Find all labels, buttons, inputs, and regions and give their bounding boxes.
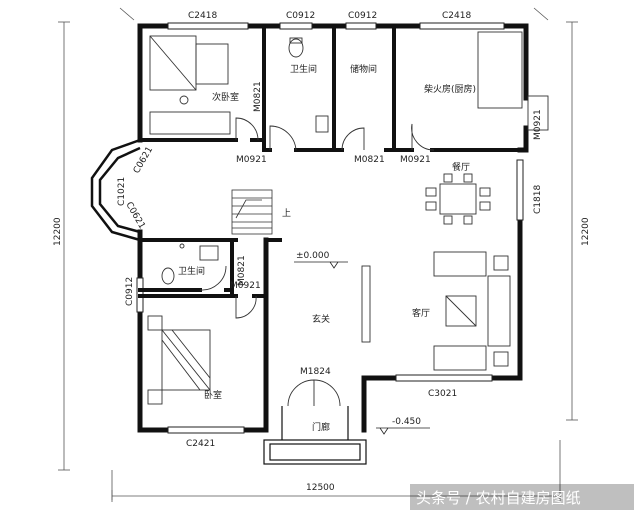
window-label: C0912 [286, 11, 315, 21]
level-mark-floor: ±0.000 [294, 251, 348, 269]
room-storage: 储物间 [350, 63, 377, 75]
kitchen-fixtures [477, 31, 549, 131]
door-label: M0821 [237, 255, 247, 286]
room-bath-top: 卫生间 [290, 63, 317, 75]
window-label: C0912 [348, 11, 377, 21]
door-label: M0921 [533, 109, 543, 140]
watermark-text: 头条号 / 农村自建房图纸 [416, 489, 581, 507]
room-foyer: 玄关 [312, 313, 330, 325]
level-floor-text: ±0.000 [296, 251, 330, 261]
room-kitchen: 柴火房(厨房) [424, 83, 476, 95]
dimension-right: 12200 [581, 217, 591, 246]
room-bath-left: 卫生间 [178, 265, 205, 277]
window-label: C1818 [533, 185, 543, 214]
room-dining: 餐厅 [452, 161, 470, 173]
door-label: M0921 [400, 155, 431, 165]
stair-up-label: 上 [282, 208, 291, 219]
door-label: M0821 [253, 81, 263, 112]
door-label: M1824 [300, 367, 331, 377]
bay-window [90, 138, 141, 242]
door-label: M0921 [236, 155, 267, 165]
window-label: C2418 [442, 11, 471, 21]
room-living: 客厅 [412, 307, 430, 319]
level-mark-outdoor: -0.450 [376, 417, 430, 435]
door-swings [199, 117, 435, 407]
window-label: C0912 [125, 277, 135, 306]
living-furniture [361, 251, 511, 371]
dimension-lines [58, 7, 578, 502]
window-label: C2418 [188, 11, 217, 21]
window-label: C0621 [123, 201, 146, 231]
bedroom-bed [147, 315, 211, 405]
window-label: C2421 [186, 439, 215, 449]
dimension-bottom: 12500 [306, 483, 335, 493]
room-master-bedroom: 次卧室 [212, 91, 239, 103]
dining-table [425, 173, 491, 225]
window-label: C3021 [428, 389, 457, 399]
porch [263, 406, 367, 465]
door-label: M0821 [354, 155, 385, 165]
room-porch: 门廊 [312, 421, 330, 433]
level-outdoor-text: -0.450 [392, 417, 421, 427]
door-label: M0921 [230, 281, 261, 291]
bath-top-fixtures [288, 37, 329, 133]
room-bedroom: 卧室 [204, 389, 222, 401]
window-marks [136, 22, 524, 434]
stair [231, 189, 273, 235]
dimension-left: 12200 [53, 217, 63, 246]
window-label: C1021 [117, 177, 127, 206]
interior-walls [138, 28, 528, 298]
bath-left-fixtures [161, 243, 219, 285]
watermark-bg [410, 484, 634, 510]
master-bedroom-bed [149, 35, 231, 135]
